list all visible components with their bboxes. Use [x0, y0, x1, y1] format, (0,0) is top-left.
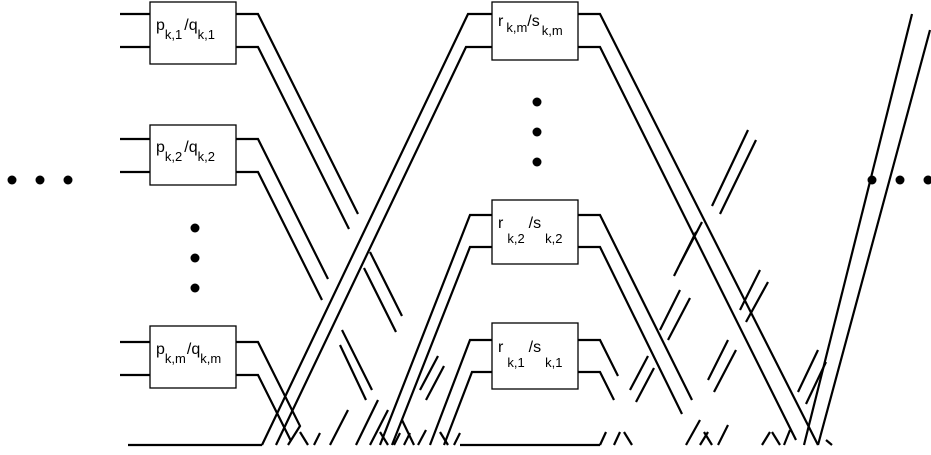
svg-text:rk,2/sk,2: rk,2/sk,2 [498, 215, 562, 246]
box-r-k2: rk,2/sk,2 [491, 199, 579, 265]
svg-text:rk,1/sk,1: rk,1/sk,1 [498, 339, 562, 370]
svg-text:pk,1/qk,1: pk,1/qk,1 [156, 17, 215, 42]
svg-text:pk,m/qk,m: pk,m/qk,m [156, 341, 221, 366]
box-p-k2: pk,2/qk,2 [149, 124, 237, 186]
svg-text:rk,m/sk,m: rk,m/sk,m [498, 13, 563, 38]
left-vertical-dots [190, 223, 200, 293]
center-vertical-dots [532, 97, 542, 167]
svg-text:pk,2/qk,2: pk,2/qk,2 [156, 139, 215, 164]
right-ellipsis [867, 175, 931, 185]
box-r-k1: rk,1/sk,1 [491, 322, 579, 390]
box-p-km: pk,m/qk,m [149, 325, 237, 389]
box-p-k1: pk,1/qk,1 [149, 1, 237, 65]
braid-strands [120, 12, 931, 447]
left-ellipsis [7, 175, 73, 185]
